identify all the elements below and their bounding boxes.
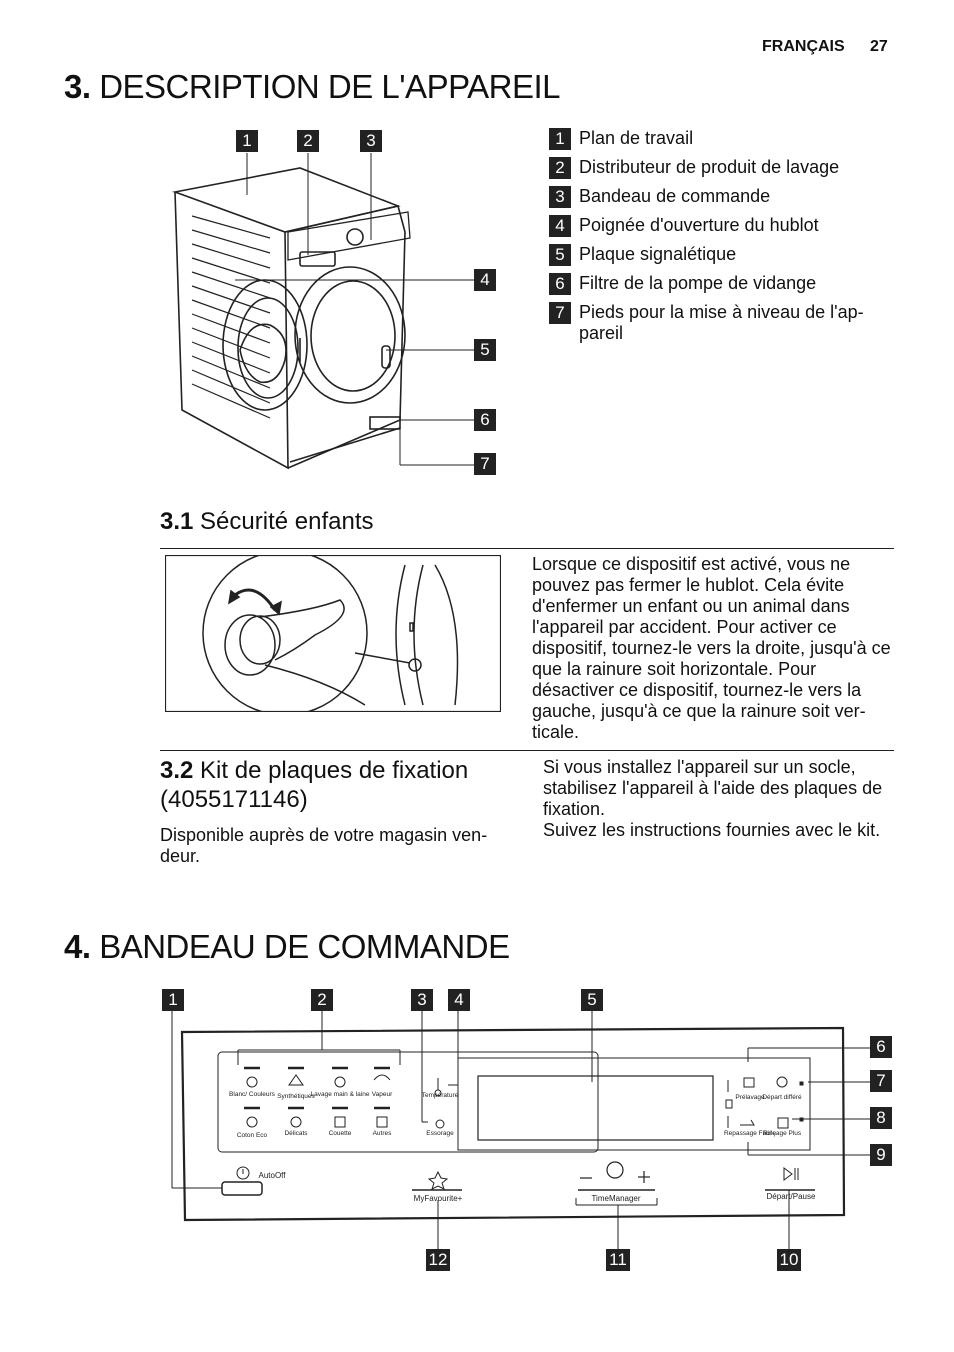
legend-item: 3 Bandeau de commande (549, 186, 879, 208)
legend-text: Pieds pour la mise à niveau de l'ap-pare… (579, 302, 864, 343)
program-label: Délicats (284, 1130, 308, 1137)
panel-callout-2: 2 (311, 989, 333, 1011)
legend-num: 7 (549, 302, 571, 324)
favourite-label: MyFavourite+ (414, 1194, 463, 1203)
section31-title-text: Sécurité enfants (200, 508, 374, 535)
washer-diagram (172, 153, 475, 470)
program-label: Lavage main & laine (311, 1091, 370, 1098)
legend-item: 4 Poignée d'ouverture du hublot (549, 215, 879, 237)
panel-callout-8: 8 (870, 1107, 892, 1129)
option-rinse-plus-label: Rinçage Plus (763, 1130, 802, 1137)
legend-num: 4 (549, 215, 571, 237)
panel-callout-6: 6 (870, 1036, 892, 1058)
section4-title-text: BANDEAU DE COMMANDE (99, 928, 510, 965)
section31-text: Lorsque ce dispositif est activé, vous n… (532, 554, 891, 742)
option-delay-label: Départ différé (762, 1094, 802, 1101)
program-label: Synthétiques (277, 1093, 315, 1100)
program-label: Vapeur (372, 1091, 393, 1098)
header-language: FRANÇAIS (762, 38, 845, 55)
legend-num: 3 (549, 186, 571, 208)
legend-text: Poignée d'ouverture du hublot (579, 215, 819, 235)
diagram-callout-6: 6 (474, 409, 496, 431)
legend-text: Plan de travail (579, 128, 694, 148)
time-manager-label: TimeManager (591, 1194, 640, 1203)
diagram-callout-5: 5 (474, 339, 496, 361)
panel-callout-3: 3 (411, 989, 433, 1011)
control-panel-diagram: Blanc/ Couleurs Synthétiques Lavage main… (171, 1010, 870, 1250)
panel-callout-7: 7 (870, 1070, 892, 1092)
legend-item: 7 Pieds pour la mise à niveau de l'ap-par… (549, 302, 879, 344)
legend-item: 1 Plan de travail (549, 128, 879, 150)
section32-number: 3.2 (160, 757, 194, 784)
spin-label: Essorage (426, 1130, 454, 1137)
divider (160, 750, 894, 751)
legend-item: 5 Plaque signalétique (549, 244, 879, 266)
page-number: 27 (870, 38, 888, 55)
legend-item: 6 Filtre de la pompe de vidange (549, 273, 879, 295)
legend-text: Filtre de la pompe de vidange (579, 273, 817, 293)
legend-text: Bandeau de commande (579, 186, 771, 206)
panel-callout-4: 4 (448, 989, 470, 1011)
section32-right-text-2: Suivez les instructions fournies avec le… (543, 820, 881, 840)
diagram-callout-2: 2 (297, 130, 319, 152)
section31-title: 3.1 Sécurité enfants (160, 508, 373, 536)
child-lock-illustration (165, 555, 501, 712)
section3-title-text: DESCRIPTION DE L'APPAREIL (99, 68, 561, 105)
section3-title: 3. DESCRIPTION DE L'APPAREIL (64, 68, 561, 106)
temperature-label: Température (422, 1092, 459, 1099)
program-label: Blanc/ Couleurs (229, 1091, 276, 1098)
section31-number: 3.1 (160, 508, 194, 535)
legend-item: 2 Distributeur de produit de lavage (549, 157, 879, 179)
section32-right-text-1: Si vous installez l'appareil sur un socl… (543, 757, 883, 819)
diagram-callout-1: 1 (236, 130, 258, 152)
section4-number: 4. (64, 928, 91, 965)
section4-title: 4. BANDEAU DE COMMANDE (64, 928, 510, 966)
divider (160, 548, 894, 549)
option-easy-iron-label: Repassage Facile (724, 1130, 776, 1137)
panel-callout-10: 10 (777, 1249, 801, 1271)
section32-title: 3.2 Kit de plaques de fixation (40551711… (160, 756, 520, 814)
panel-callout-11: 11 (606, 1249, 630, 1271)
section3-number: 3. (64, 68, 91, 105)
panel-callout-1: 1 (162, 989, 184, 1011)
legend-text: Distributeur de produit de lavage (579, 157, 840, 177)
option-prewash-label: Prélavage (735, 1094, 765, 1101)
diagram-callout-4: 4 (474, 269, 496, 291)
program-label: Autres (373, 1130, 393, 1137)
legend-num: 5 (549, 244, 571, 266)
diagram-callout-3: 3 (360, 130, 382, 152)
legend-num: 2 (549, 157, 571, 179)
program-label: Coton Eco (237, 1132, 268, 1139)
panel-callout-12: 12 (426, 1249, 450, 1271)
section32-left-text: Disponible auprès de votre magasin ven-d… (160, 825, 488, 866)
legend-num: 6 (549, 273, 571, 295)
panel-callout-9: 9 (870, 1144, 892, 1166)
section32-title-text: Kit de plaques de fixation (4055171146) (160, 757, 469, 813)
power-label: AutoOff (259, 1171, 287, 1180)
diagram-callout-7: 7 (474, 453, 496, 475)
program-label: Couette (329, 1130, 352, 1137)
legend-num: 1 (549, 128, 571, 150)
panel-callout-5: 5 (581, 989, 603, 1011)
legend-text: Plaque signalétique (579, 244, 737, 264)
start-pause-label: Départ/Pause (767, 1192, 816, 1201)
